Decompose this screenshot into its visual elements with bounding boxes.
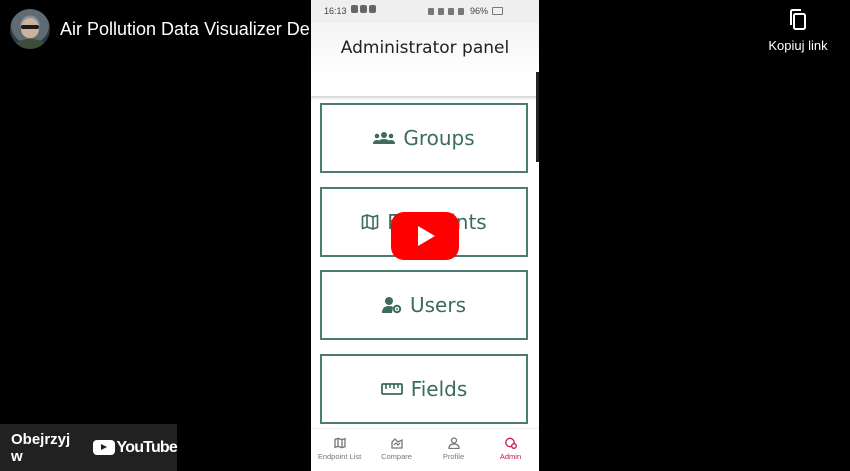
- nav-compare-label: Compare: [381, 452, 412, 461]
- battery-text: 96%: [469, 6, 488, 16]
- app-header: Administrator panel: [311, 22, 539, 96]
- nav-endpoint-list[interactable]: Endpoint List: [311, 429, 368, 471]
- groups-label: Groups: [403, 126, 475, 150]
- watch-on-youtube-button[interactable]: Obejrzyj w YouTube: [0, 424, 178, 471]
- youtube-wordmark: YouTube: [116, 438, 178, 456]
- admin-icon: [504, 437, 517, 449]
- nav-endpoint-list-label: Endpoint List: [317, 452, 362, 461]
- youtube-logo: YouTube: [92, 438, 178, 457]
- channel-avatar[interactable]: [10, 9, 50, 49]
- person-icon: [447, 437, 460, 449]
- nav-compare[interactable]: Compare: [368, 429, 425, 471]
- video-title[interactable]: Air Pollution Data Visualizer Demo: [60, 19, 335, 39]
- copy-icon: [790, 9, 806, 30]
- play-button[interactable]: [391, 212, 459, 260]
- battery-icon: [492, 7, 503, 15]
- nav-profile[interactable]: Profile: [425, 429, 482, 471]
- groups-button[interactable]: Groups: [320, 103, 528, 173]
- status-bar: 16:13 96%: [311, 0, 539, 22]
- scrollbar[interactable]: [536, 72, 539, 162]
- copy-link-button[interactable]: Kopiuj link: [760, 8, 836, 60]
- groups-icon: [373, 132, 396, 144]
- user-settings-icon: [381, 297, 402, 314]
- nav-admin-label: Admin: [499, 452, 522, 461]
- compare-icon: [390, 438, 403, 449]
- notification-icons: [351, 5, 376, 13]
- map-icon: [333, 437, 346, 449]
- copy-link-label: Kopiuj link: [768, 38, 828, 53]
- fields-label: Fields: [410, 377, 468, 401]
- signal-icon: [457, 7, 464, 15]
- wifi-icon: [447, 7, 454, 15]
- video-header: Air Pollution Data Visualizer Demo Kopiu…: [0, 0, 850, 70]
- status-time: 16:13: [324, 6, 347, 16]
- mute-icon: [437, 7, 444, 15]
- fields-button[interactable]: Fields: [320, 354, 528, 424]
- ruler-icon: [380, 383, 403, 395]
- bluetooth-icon: [427, 7, 434, 15]
- users-label: Users: [409, 293, 466, 317]
- bottom-nav: Endpoint List Compare Profile Admin: [311, 428, 539, 471]
- nav-admin[interactable]: Admin: [482, 429, 539, 471]
- play-icon: [418, 226, 435, 246]
- nav-profile-label: Profile: [442, 452, 465, 461]
- watch-on-label: Obejrzyj w: [11, 430, 71, 465]
- youtube-play-icon: [92, 440, 115, 455]
- users-button[interactable]: Users: [320, 270, 528, 340]
- system-icons: 96%: [427, 6, 503, 16]
- page-title: Administrator panel: [340, 38, 510, 58]
- map-icon: [361, 214, 379, 230]
